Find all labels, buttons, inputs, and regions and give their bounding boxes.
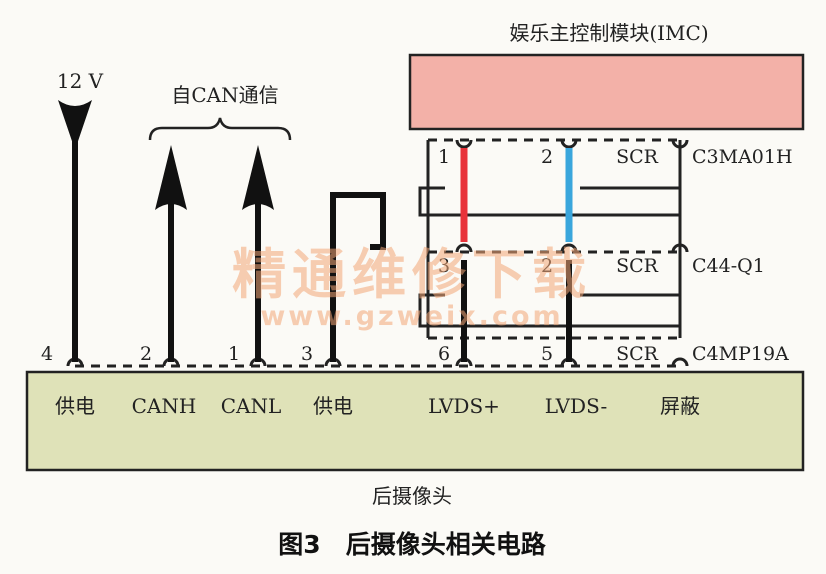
power-loop-wire: [330, 192, 386, 362]
supply-voltage: 12 V: [57, 69, 104, 93]
mid-pin-scr: SCR: [616, 255, 659, 277]
terminal-label-lvds-minus: LVDS-: [545, 394, 608, 418]
watermark-cn: 精通维修下载: [232, 243, 592, 306]
connector-c1-label: C3MA01H: [692, 146, 793, 168]
terminal-label-canl: CANL: [221, 394, 282, 418]
mid-pin-3: 3: [438, 255, 450, 277]
imc-title: 娱乐主控制模块(IMC): [509, 21, 708, 45]
terminal-label-canh: CANH: [132, 394, 197, 418]
terminal-label-power-1: 供电: [55, 394, 95, 418]
canl-arrow-icon: [242, 145, 274, 210]
low-pin-scr: SCR: [616, 343, 659, 365]
imc-pin-2: 2: [541, 146, 553, 168]
can-brace-icon: [148, 117, 292, 141]
camera-module-box: [25, 370, 805, 472]
camera-pin-3: 3: [301, 343, 313, 365]
connector-c3-label: C4MP19A: [692, 343, 789, 365]
shield-loops: [418, 140, 682, 338]
mid-pin-2: 2: [541, 255, 553, 277]
terminal-label-lvds-plus: LVDS+: [428, 394, 500, 418]
low-pin-5: 5: [541, 343, 553, 365]
camera-label: 后摄像头: [372, 484, 452, 508]
can-group-label: 自CAN通信: [171, 83, 278, 107]
terminal-label-shield: 屏蔽: [660, 394, 700, 418]
camera-pin-2: 2: [140, 343, 152, 365]
supply-arrow-icon: [58, 100, 92, 150]
watermark-url: www.gzweix.com: [260, 301, 563, 332]
imc-module-box: [408, 53, 805, 131]
dashed-shield-lines: [75, 138, 680, 368]
connector-c2-label: C44-Q1: [692, 255, 765, 277]
imc-pin-scr: SCR: [616, 146, 659, 168]
canh-arrow-icon: [155, 145, 187, 210]
figure-caption: 图3 后摄像头相关电路: [278, 530, 546, 559]
low-pin-6: 6: [438, 343, 450, 365]
terminal-label-power-2: 供电: [313, 394, 353, 418]
camera-pin-1: 1: [228, 343, 240, 365]
imc-pin-1: 1: [438, 146, 450, 168]
camera-pin-4: 4: [41, 343, 53, 365]
